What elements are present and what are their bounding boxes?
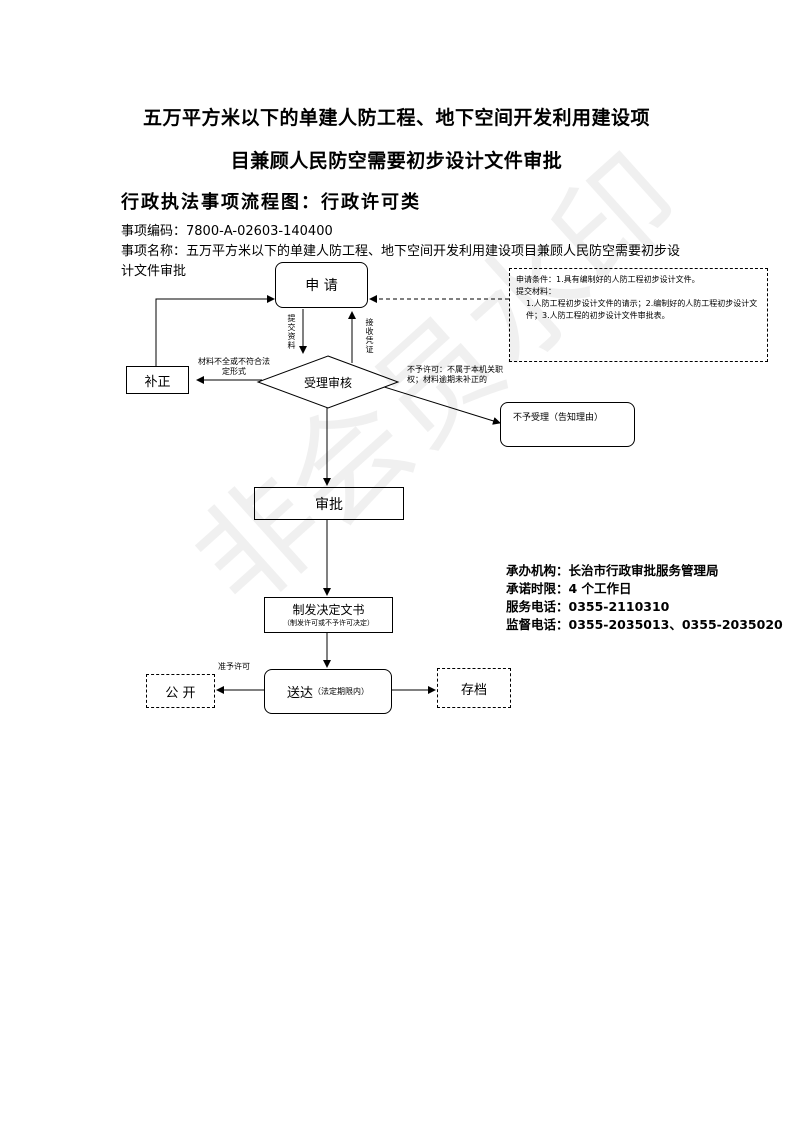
supplement-reason: 材料不全或不符合法定形式 bbox=[198, 357, 270, 376]
publish-node: 公 开 bbox=[146, 674, 215, 708]
decision-node: 制发决定文书 （制发许可或不予许可决定） bbox=[264, 597, 393, 633]
service-phone-info: 服务电话：0355-2110310 bbox=[506, 599, 670, 614]
supervise-phone-info: 监督电话：0355-2035013、0355-2035020 bbox=[506, 617, 783, 632]
item-name: 事项名称：五万平方米以下的单建人防工程、地下空间开发利用建设项目兼顾人民防空需要… bbox=[121, 244, 681, 279]
flowchart-subtitle: 行政执法事项流程图：行政许可类 bbox=[121, 192, 421, 213]
arrow-reject bbox=[367, 381, 501, 425]
reject-node: 不予受理（告知理由） bbox=[500, 402, 635, 447]
decision-title: 制发决定文书 bbox=[292, 602, 365, 617]
supplement-node: 补正 bbox=[126, 366, 189, 394]
page-title-line2: 目兼顾人民防空需要初步设计文件审批 bbox=[230, 150, 563, 172]
approve-node: 审批 bbox=[254, 487, 404, 520]
deliver-main: 送达 bbox=[286, 686, 313, 701]
conditions-line1: 申请条件：1.具有编制好的人防工程初步设计文件。 bbox=[516, 275, 700, 284]
conditions-box: 申请条件：1.具有编制好的人防工程初步设计文件。 提交材料： 1.人防工程初步设… bbox=[509, 268, 768, 362]
conditions-line3: 1.人防工程初步设计文件的请示；2.编制好的人防工程初步设计文件；3.人防工程的… bbox=[526, 299, 758, 320]
archive-node: 存档 bbox=[437, 668, 511, 708]
deliver-note: （法定期限内） bbox=[313, 687, 369, 696]
arrow-resubmit bbox=[155, 295, 275, 366]
time-limit-info: 承诺时限：4 个工作日 bbox=[506, 581, 632, 596]
conditions-line2: 提交材料： bbox=[516, 287, 556, 296]
agency-info: 承办机构：长治市行政审批服务管理局 bbox=[506, 563, 719, 578]
item-code: 事项编码：7800-A-02603-140400 bbox=[121, 224, 333, 239]
reject-reason: 不予许可：不属于本机关职权；材料逾期未补正的 bbox=[407, 365, 503, 384]
publish-label: 准予许可 bbox=[218, 662, 250, 671]
apply-node: 申 请 bbox=[275, 262, 368, 308]
page-title-line1: 五万平方米以下的单建人防工程、地下空间开发利用建设项 bbox=[142, 107, 650, 129]
review-node-label: 受理审核 bbox=[303, 376, 352, 390]
review-diamond bbox=[256, 355, 400, 409]
decision-note: （制发许可或不予许可决定） bbox=[283, 618, 374, 627]
submit-label: 提交资料 bbox=[287, 314, 296, 350]
deliver-node: 送达 （法定期限内） bbox=[264, 669, 392, 714]
receipt-label: 接收凭证 bbox=[365, 318, 374, 354]
